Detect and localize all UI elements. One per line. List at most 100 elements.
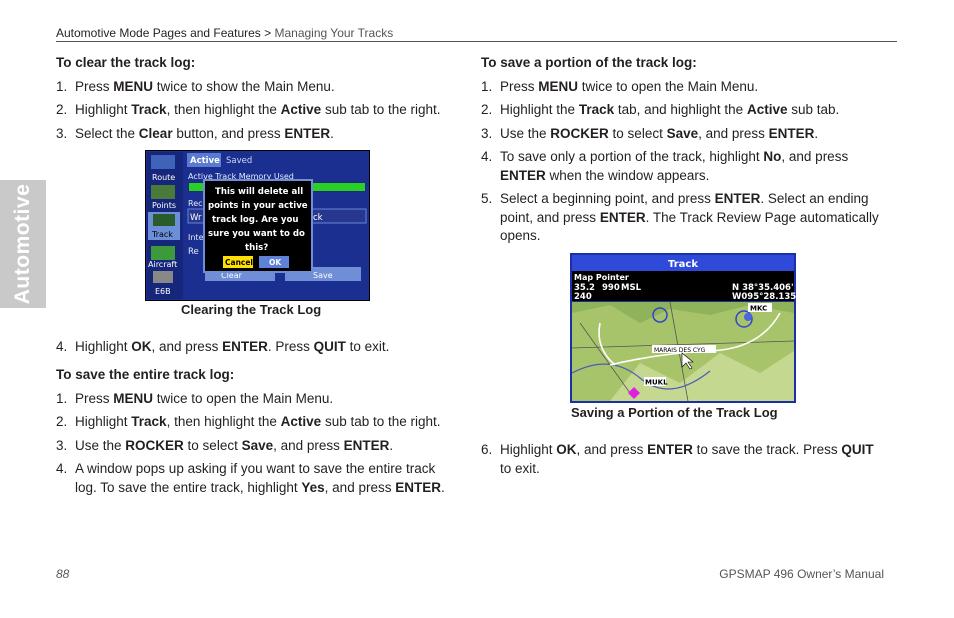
step-keyword: ENTER <box>714 191 761 206</box>
fig1-row-inte: Inte <box>188 233 204 242</box>
breadcrumb-main: Automotive Mode Pages and Features > <box>56 26 275 40</box>
step-item: 6.Highlight OK, and press ENTER to save … <box>481 441 886 478</box>
step-number: 2. <box>56 102 68 117</box>
step-keyword: Active <box>746 102 788 117</box>
step-text-run: sub tab. <box>787 102 840 117</box>
step-keyword: MENU <box>538 78 579 94</box>
step-number: 3. <box>56 437 68 453</box>
fig1-dialog-line-1: points in your active <box>208 201 308 211</box>
step-text-run: to exit. <box>345 339 390 354</box>
step-text: Highlight the Track tab, and highlight t… <box>500 101 886 120</box>
step-text-run: sub tab to the right. <box>321 414 441 429</box>
step-keyword: Active <box>280 102 322 117</box>
fig1-dialog-line-0: This will delete all <box>215 187 303 197</box>
step-number: 1. <box>481 78 493 94</box>
step-keyword: ENTER <box>222 339 268 354</box>
fig1-sidebar-2: Track <box>151 230 173 239</box>
step-text: Select the Clear button, and press ENTER… <box>75 125 456 144</box>
step-item: 1.Press MENU twice to show the Main Menu… <box>56 78 456 97</box>
step-keyword: Yes <box>301 479 325 495</box>
breadcrumb: Automotive Mode Pages and Features > Man… <box>56 26 393 40</box>
fig1-clear-button: Clear <box>221 271 243 280</box>
step-text-run: Press <box>75 390 114 406</box>
fig2-title: Track <box>668 259 698 270</box>
fig2-alt: 990 <box>602 283 620 293</box>
step-text-run: to select <box>608 125 667 141</box>
breadcrumb-sub: Managing Your Tracks <box>274 26 394 40</box>
step-number: 2. <box>56 414 68 429</box>
step-number: 5. <box>481 191 493 206</box>
fig2-alt-unit: MSL <box>621 283 642 293</box>
step-text-run: tab, and highlight the <box>614 102 747 117</box>
fig1-ok-button: OK <box>269 258 282 267</box>
fig1-tab-saved: Saved <box>226 156 252 166</box>
fig1-sidebar-3: Aircraft <box>148 260 177 269</box>
fig1-memory-text: Active Track Memory Used <box>188 172 294 181</box>
step-text: Highlight Track, then highlight the Acti… <box>75 413 456 432</box>
step-text-run: when the window appears. <box>545 167 710 183</box>
fig1-sidebar-4: E6B <box>155 287 171 296</box>
step-item: 2.Highlight the Track tab, and highlight… <box>481 101 886 120</box>
fig1-dialog-line-2: track log. Are you <box>212 215 299 225</box>
step-text: Highlight OK, and press ENTER to save th… <box>500 441 886 478</box>
figure1-caption: Clearing the Track Log <box>181 302 322 317</box>
step-text-run: sub tab to the right. <box>321 102 441 117</box>
step-keyword: Clear <box>138 125 173 141</box>
fig2-lon: W095°28.135' <box>732 292 796 302</box>
side-tab: Automotive <box>0 180 46 308</box>
step-keyword: No <box>763 149 782 164</box>
step-text-run: to save the track. Press <box>692 442 842 457</box>
step-item: 5. Select a beginning point, and press EN… <box>481 190 886 246</box>
step-keyword: ENTER <box>768 125 815 141</box>
clear-step4-container: 4.Highlight OK, and press ENTER. Press Q… <box>56 338 456 357</box>
step-keyword: OK <box>556 442 577 457</box>
fig1-row-ck: ck <box>313 213 323 223</box>
step-keyword: Save <box>666 125 699 141</box>
step-keyword: MENU <box>113 78 154 94</box>
clear-steps: 1.Press MENU twice to show the Main Menu… <box>56 78 456 144</box>
step-keyword: QUIT <box>313 339 346 354</box>
save-portion-step-6: 6.Highlight OK, and press ENTER to save … <box>481 436 886 478</box>
step-keyword: MENU <box>113 390 154 406</box>
manual-title: GPSMAP 496 Owner’s Manual <box>719 567 884 581</box>
step-keyword: ENTER <box>395 479 441 495</box>
step-text: Select a beginning point, and press ENTE… <box>500 190 886 246</box>
fig1-cancel-button: Cancel <box>225 258 253 267</box>
step-text-run: to exit. <box>500 460 540 476</box>
fig1-tab-active: Active <box>190 156 220 166</box>
step-text-run: , and press <box>273 437 344 453</box>
step-keyword: ROCKER <box>125 437 184 453</box>
step-item: 3.Use the ROCKER to select Save, and pre… <box>481 125 886 144</box>
step-number: 1. <box>56 390 68 406</box>
step-keyword: ENTER <box>647 442 693 457</box>
fig2-dist: 35.2 <box>574 283 595 293</box>
step-text-run: Press <box>500 78 539 94</box>
save-entire-section: To save the entire track log: 1. Press ME… <box>56 366 456 497</box>
fig1-save-button: Save <box>313 271 333 280</box>
fig2-label-0: MKC <box>750 305 767 313</box>
step-text-run: , then highlight the <box>166 102 281 117</box>
save-entire-steps: 1.Press MENU twice to open the Main Menu… <box>56 390 456 498</box>
step-text-run: , and press <box>576 442 648 457</box>
step-keyword: QUIT <box>841 442 874 457</box>
step-keyword: ENTER <box>599 209 646 225</box>
save-entire-heading: To save the entire track log: <box>56 367 235 382</box>
step-text-run: . Select an ending point, and press <box>500 191 869 225</box>
step-item: 2. Highlight Track, then highlight the Ac… <box>56 413 456 432</box>
step-text-run: Highlight <box>75 414 132 429</box>
step-keyword: Save <box>241 437 274 453</box>
step-text-run: . <box>814 125 819 141</box>
step-text-run: Select the <box>75 125 139 141</box>
step-keyword: ENTER <box>284 125 331 141</box>
fig2-map-pointer: Map Pointer <box>574 273 629 282</box>
save-portion-steps: 1.Press MENU twice to open the Main Menu… <box>481 78 886 246</box>
step-keyword: ROCKER <box>550 125 609 141</box>
clearing-track-log-screenshot: Route Points Track Aircraft E6B Active S… <box>145 150 370 301</box>
step-number: 3. <box>56 125 68 141</box>
fig2-label-2: MUKL <box>645 379 668 387</box>
step-item: 4.To save only a portion of the track, h… <box>481 148 886 185</box>
fig2-label-1: MARAIS DES CYG <box>654 347 706 354</box>
step-text-run: Highlight <box>75 102 132 117</box>
fig1-row-re: Re <box>188 247 199 257</box>
step-text-run: , and press <box>698 125 769 141</box>
